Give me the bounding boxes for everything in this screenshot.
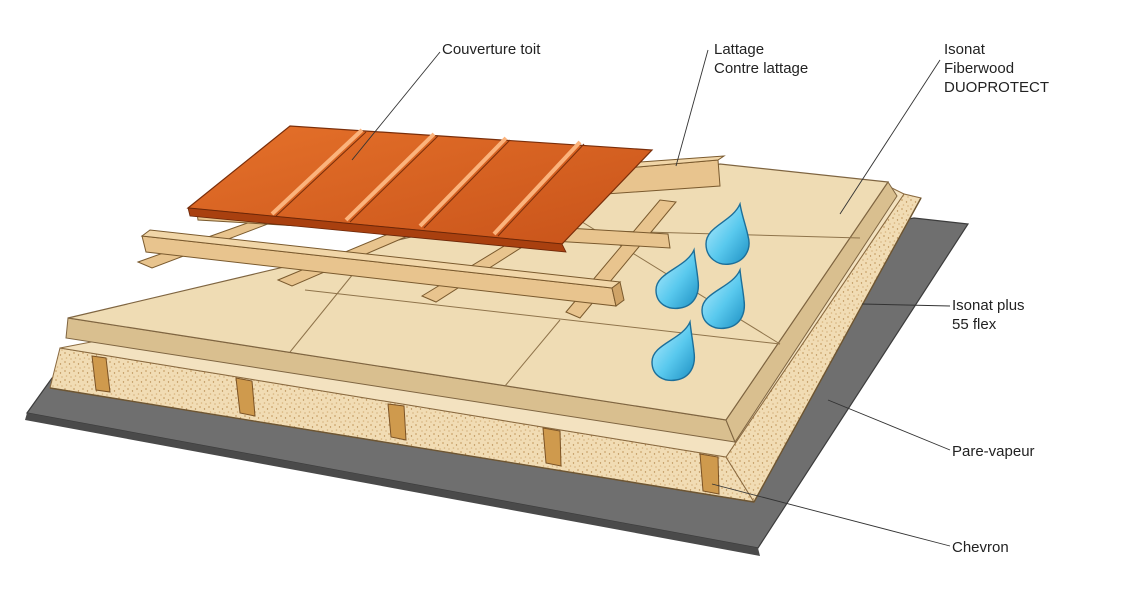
label-battens-line1: Lattage: [714, 41, 765, 58]
label-battens-line2: Contre lattage: [714, 60, 809, 77]
water-drop-icon: [705, 201, 750, 265]
label-rafter: Chevron: [952, 539, 1009, 556]
label-fiberwood-line3: DUOPROTECT: [944, 79, 1049, 96]
leader-lines: [351, 49, 951, 547]
water-drop-icon: [655, 247, 700, 310]
label-fiberwood-line2: Fiberwood: [944, 60, 1015, 77]
roof-cover: [186, 125, 654, 253]
water-drops: [651, 201, 750, 382]
water-drop-icon: [701, 267, 746, 330]
water-drop-icon: [651, 319, 696, 382]
rafters: [91, 355, 720, 495]
label-insulation-line1: Isonat plus: [952, 297, 1025, 314]
label-vapour-barrier: Pare-vapeur: [952, 443, 1035, 460]
label-roof-cover: Couverture toit: [442, 41, 541, 58]
label-fiberwood: Isonat Fiberwood DUOPROTECT: [944, 40, 1049, 97]
label-insulation: Isonat plus 55 flex: [952, 296, 1025, 334]
label-battens: Lattage Contre lattage: [714, 40, 808, 78]
label-insulation-line2: 55 flex: [952, 316, 997, 333]
label-fiberwood-line1: Isonat: [944, 41, 985, 58]
